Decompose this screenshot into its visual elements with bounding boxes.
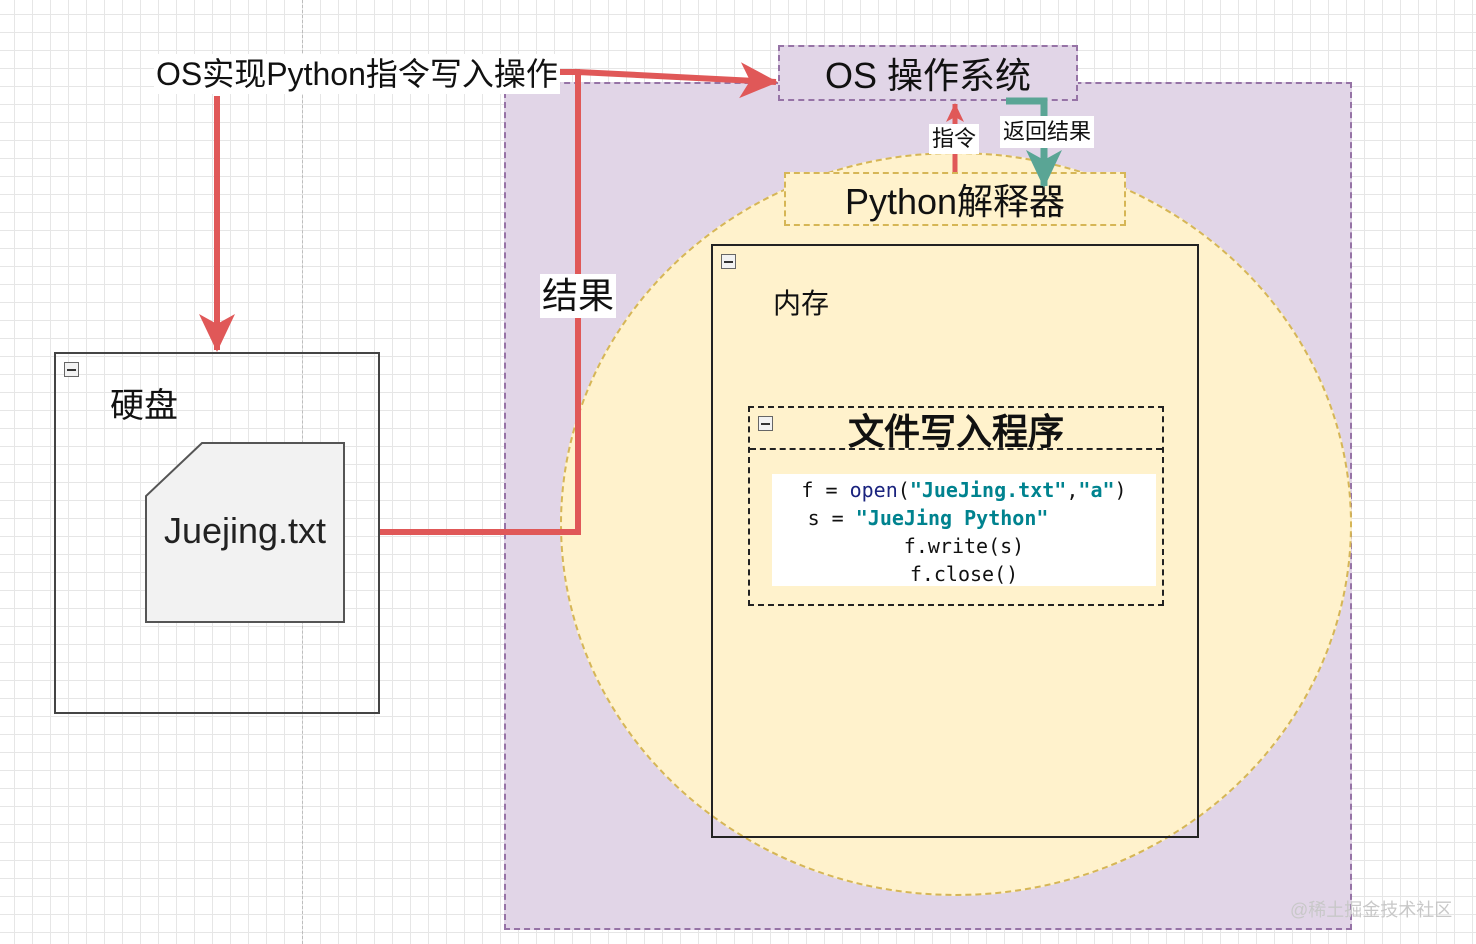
program-title: 文件写入程序 [847, 411, 1064, 452]
result-label: 结果 [540, 274, 617, 318]
memory-box[interactable]: 内存 [711, 244, 1199, 838]
watermark: @稀土掘金技术社区 [1290, 900, 1453, 920]
code-token: , [1066, 478, 1079, 502]
code-string: "a" [1078, 478, 1115, 502]
disk-box[interactable]: 硬盘 [54, 352, 380, 714]
disk-label: 硬盘 [110, 387, 178, 425]
memory-label: 内存 [773, 288, 830, 319]
program-box[interactable]: 文件写入程序 [748, 406, 1164, 606]
collapse-icon[interactable] [758, 416, 773, 431]
code-line-4: f.close() [909, 562, 1019, 586]
os-write-label: OS实现Python指令写入操作 [154, 54, 560, 94]
interpreter-box[interactable]: Python解释器 [784, 172, 1126, 226]
code-token: ( [897, 478, 910, 502]
code-line-2: s = "JueJing Python" [736, 504, 1120, 532]
file-icon [145, 442, 345, 623]
code-line-3: f.write(s) [903, 534, 1025, 558]
code-line-1: f = open("JueJing.txt","a") [772, 476, 1156, 504]
collapse-icon[interactable] [721, 254, 736, 269]
code-block: f = open("JueJing.txt","a") s = "JueJing… [772, 474, 1156, 586]
instruction-label: 指令 [929, 124, 980, 154]
code-string: "JueJing Python" [855, 506, 1049, 530]
code-token: f = [801, 478, 850, 502]
return-arrow [1006, 97, 1062, 188]
return-result-label: 返回结果 [1000, 116, 1095, 148]
os-box[interactable]: OS 操作系统 [778, 45, 1078, 101]
code-string: "JueJing.txt" [909, 478, 1067, 502]
code-token: ) [1114, 478, 1127, 502]
code-token: s = [807, 506, 856, 530]
collapse-icon[interactable] [64, 362, 79, 377]
program-header: 文件写入程序 [750, 408, 1162, 452]
code-keyword: open [849, 478, 898, 502]
file-name: Juejing.txt [163, 510, 327, 551]
